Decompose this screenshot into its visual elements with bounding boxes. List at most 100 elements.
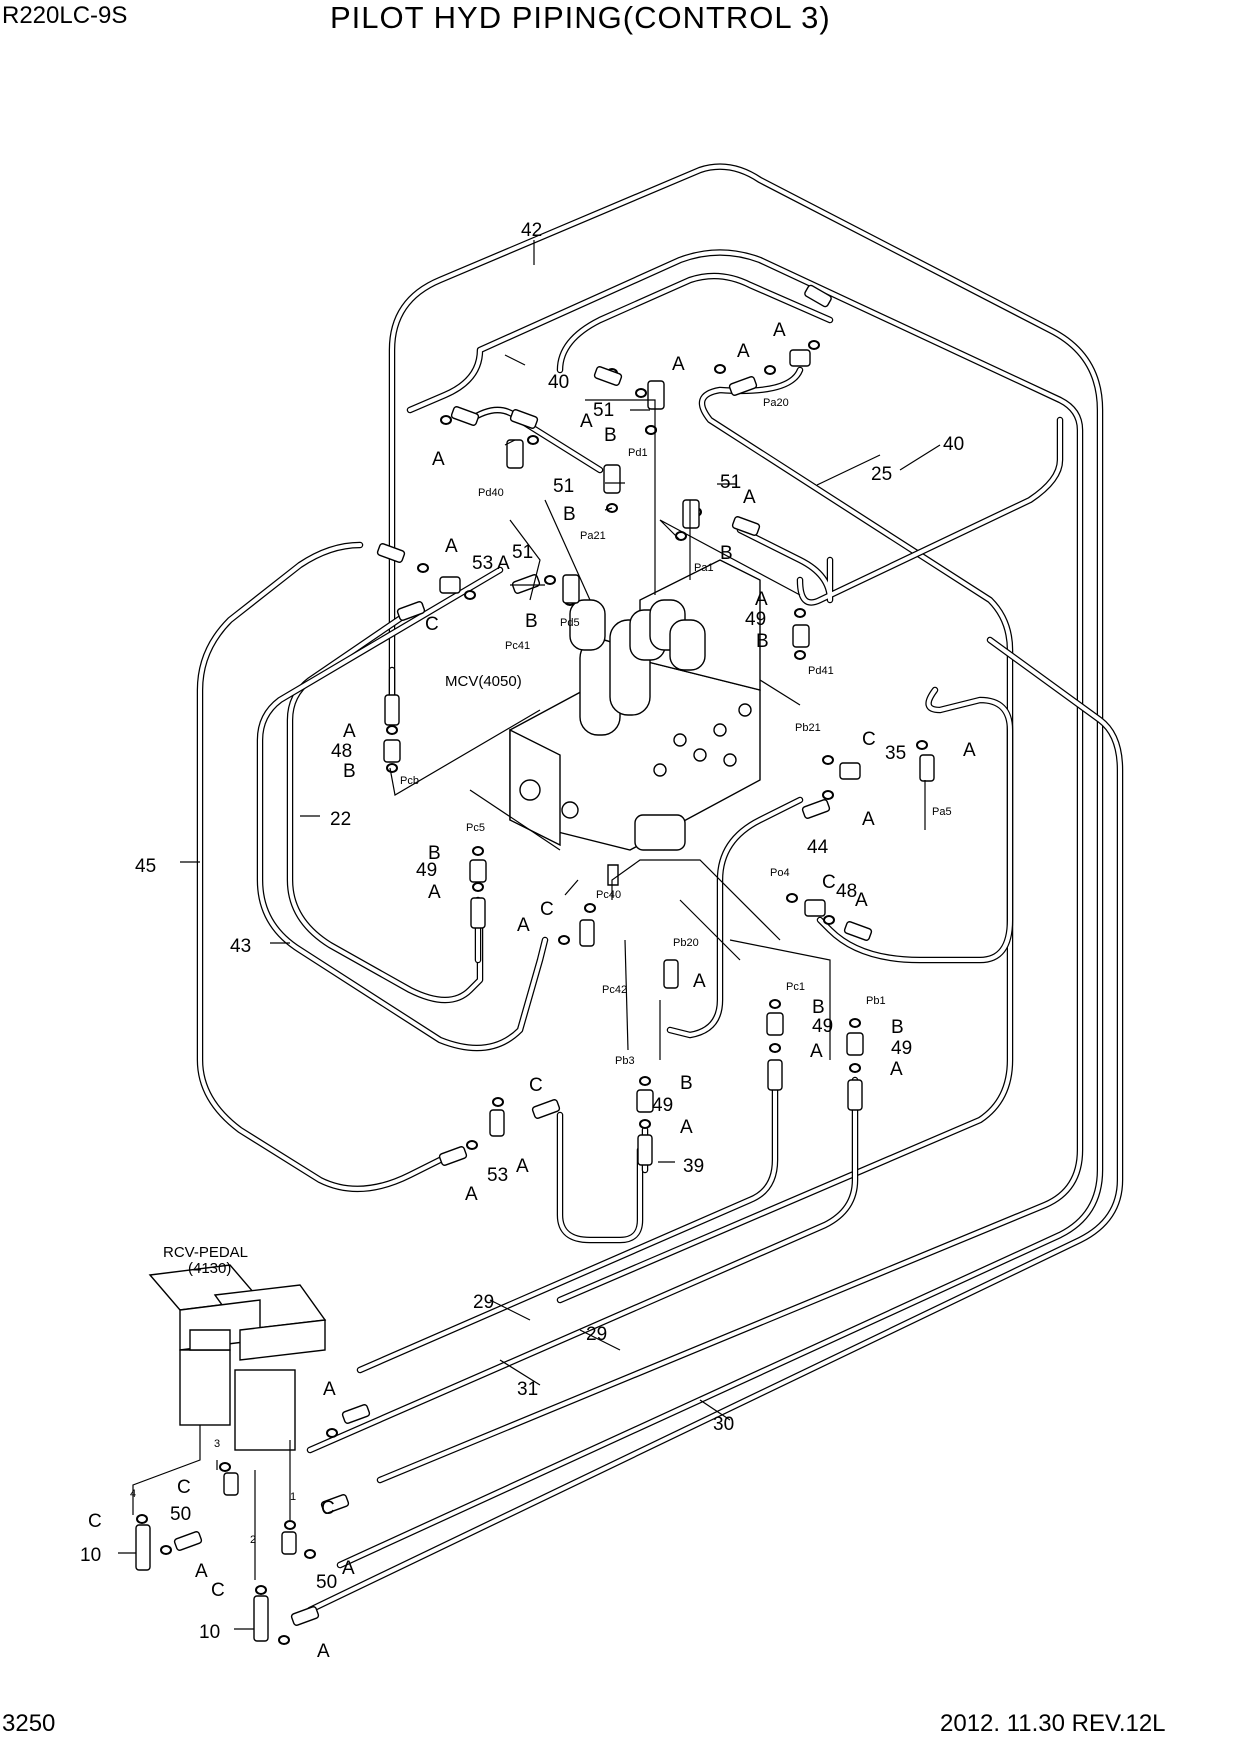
fittings (135, 284, 935, 1645)
label-b: B (812, 997, 825, 1018)
callout-49: 49 (652, 1095, 673, 1116)
label-c: C (822, 872, 836, 893)
callout-51: 51 (720, 472, 741, 493)
callout-42: 42 (521, 220, 542, 241)
label-a: A (516, 1156, 529, 1177)
port-r1: 1 (290, 1491, 296, 1503)
callout-53: 53 (487, 1165, 508, 1186)
callout-51: 51 (593, 400, 614, 421)
callout-40: 40 (548, 372, 569, 393)
callout-10: 10 (80, 1545, 101, 1566)
callout-48: 48 (836, 881, 857, 902)
hose-pc1-pb1 (306, 1076, 859, 1454)
mcv-label: MCV(4050) (445, 673, 522, 690)
label-b: B (428, 843, 441, 864)
callout-49: 49 (416, 860, 437, 881)
label-a: A (497, 553, 510, 574)
port-pa20: Pa20 (763, 397, 789, 409)
port-pa1: Pa1 (694, 562, 714, 574)
label-b: B (525, 611, 538, 632)
label-a: A (343, 721, 356, 742)
port-pb21: Pb21 (795, 722, 821, 734)
label-b: B (756, 631, 769, 652)
port-pc40: Pc40 (596, 889, 621, 901)
hose-25 (556, 366, 1014, 1304)
label-c: C (177, 1477, 191, 1498)
callout-25: 25 (871, 464, 892, 485)
hose-40-right (736, 416, 1064, 606)
callout-35: 35 (885, 743, 906, 764)
port-r3: 3 (214, 1438, 220, 1450)
hose-39 (556, 1111, 644, 1244)
label-a: A (580, 411, 593, 432)
label-a: A (195, 1561, 208, 1582)
label-c: C (529, 1075, 543, 1096)
rcv-code: (4130) (188, 1260, 231, 1277)
callout-39: 39 (683, 1156, 704, 1177)
label-a: A (445, 536, 458, 557)
label-a: A (323, 1379, 336, 1400)
rcv-label: RCV-PEDAL (163, 1244, 248, 1261)
label-a: A (693, 971, 706, 992)
label-a: A (680, 1117, 693, 1138)
hose-30 (306, 636, 1124, 1614)
hose-42 (336, 163, 1104, 1569)
port-r4: 4 (130, 1488, 136, 1500)
callout-50: 50 (316, 1572, 337, 1593)
model-number: R220LC-9S (2, 2, 128, 29)
revision-date: 2012. 11.30 REV.12L (940, 1710, 1166, 1737)
page-number: 3250 (2, 1710, 56, 1737)
letter-labels: A A A A A A A A A A A A A A A A A A A A … (88, 320, 976, 1662)
label-a: A (890, 1059, 903, 1080)
label-b: B (891, 1017, 904, 1038)
port-pa5: Pa5 (932, 806, 952, 818)
port-pd40: Pd40 (478, 487, 504, 499)
label-a: A (963, 740, 976, 761)
callout-49: 49 (891, 1038, 912, 1059)
hose-inner-top (466, 272, 834, 474)
label-a: A (755, 589, 768, 610)
hose-45 (196, 541, 444, 1193)
label-a: A (317, 1641, 330, 1662)
label-b: B (604, 425, 617, 446)
label-b: B (563, 504, 576, 525)
callout-40: 40 (943, 434, 964, 455)
callout-29: 29 (473, 1292, 494, 1313)
label-c: C (862, 729, 876, 750)
label-a: A (737, 341, 750, 362)
port-pb1: Pb1 (866, 995, 886, 1007)
hose-40-top (376, 249, 1084, 1484)
callout-31: 31 (517, 1379, 538, 1400)
callout-49: 49 (812, 1016, 833, 1037)
label-b: B (680, 1073, 693, 1094)
callout-50: 50 (170, 1504, 191, 1525)
port-pa21: Pa21 (580, 530, 606, 542)
label-a: A (342, 1558, 355, 1579)
port-pc41: Pc41 (505, 640, 530, 652)
callout-49: 49 (745, 609, 766, 630)
port-pd41: Pd41 (808, 665, 834, 677)
label-a: A (855, 890, 868, 911)
port-pb3: Pb3 (615, 1055, 635, 1067)
label-a: A (465, 1184, 478, 1205)
label-b: B (720, 543, 733, 564)
label-a: A (743, 487, 756, 508)
callout-48: 48 (331, 741, 352, 762)
callout-51: 51 (553, 476, 574, 497)
port-pc42: Pc42 (602, 984, 627, 996)
hose-44 (666, 796, 804, 1039)
callout-43: 43 (230, 936, 251, 957)
hose-group (196, 163, 1124, 1614)
callout-29: 29 (586, 1324, 607, 1345)
port-pb20: Pb20 (673, 937, 699, 949)
port-po4: Po4 (770, 867, 790, 879)
label-c: C (88, 1511, 102, 1532)
leader-lines (118, 240, 941, 1630)
port-pd1: Pd1 (628, 447, 648, 459)
label-a: A (432, 449, 445, 470)
port-pc5: Pc5 (466, 822, 485, 834)
port-r2: 2 (250, 1534, 256, 1546)
label-c: C (321, 1498, 335, 1519)
rcv-pedal-unit (148, 1264, 327, 1451)
